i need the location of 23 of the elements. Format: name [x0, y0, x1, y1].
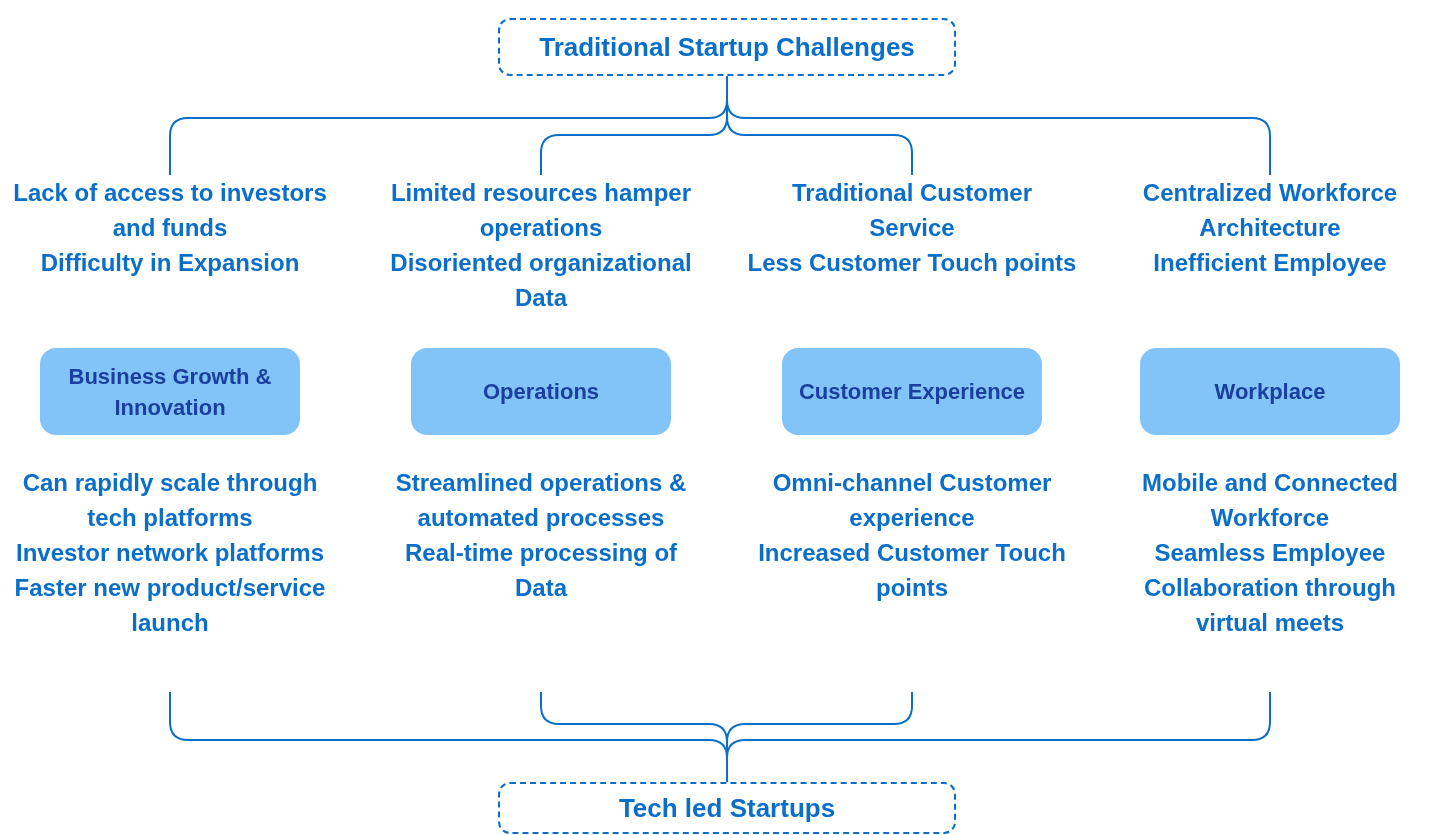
- challenge-text: Disoriented organizational Data: [389, 248, 693, 313]
- challenge-text: Centralized Workforce Architecture: [1141, 178, 1399, 243]
- benefit-text: Faster new product/service launch: [13, 573, 327, 638]
- challenge-text: Lack of access to investors and funds: [12, 178, 328, 243]
- category-box: Workplace: [1140, 348, 1400, 435]
- benefit-text: Seamless Employee Collaboration through virtual meets: [1143, 538, 1397, 638]
- challenge-text: Traditional Customer Service: [790, 178, 1033, 243]
- category-box: Customer Experience: [782, 348, 1042, 435]
- challenge-text: Limited resources hamper operations: [389, 178, 693, 243]
- benefit-text: Mobile and Connected Workforce: [1141, 468, 1399, 533]
- benefit-text: Omni-channel Customer experience: [771, 468, 1053, 533]
- benefit-text: Can rapidly scale through tech platforms: [21, 468, 319, 533]
- benefit-text: Investor network platforms: [15, 538, 325, 568]
- benefit-text: Streamlined operations & automated processes: [394, 468, 688, 533]
- challenge-text: Inefficient Employee: [1153, 248, 1387, 278]
- benefit-text: Increased Customer Touch points: [757, 538, 1067, 603]
- challenge-text: Difficulty in Expansion: [40, 248, 300, 278]
- benefit-text: Real-time processing of Data: [403, 538, 679, 603]
- dashed-title-box: Traditional Startup Challenges: [498, 18, 956, 76]
- challenge-text: Less Customer Touch points: [747, 248, 1077, 278]
- category-box: Business Growth & Innovation: [40, 348, 300, 435]
- dashed-title-box: Tech led Startups: [498, 782, 956, 834]
- category-box: Operations: [411, 348, 671, 435]
